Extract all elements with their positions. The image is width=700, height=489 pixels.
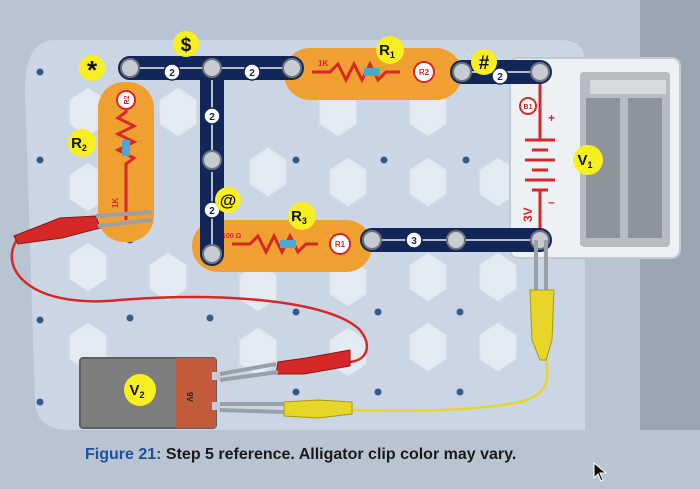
wire-label-e: 3	[411, 236, 417, 247]
badge-hash: #	[471, 49, 497, 75]
yellow-clip-meter	[219, 399, 353, 419]
figure-caption: Figure 21: Step 5 reference. Alligator c…	[85, 446, 516, 464]
yellow-lead-wire	[351, 357, 549, 412]
badge-v1-sub: 1	[588, 160, 593, 170]
svg-text:R3: R3	[291, 208, 307, 226]
red-clip-r2	[13, 210, 153, 245]
battery-tag: B1	[519, 97, 537, 115]
red-clip-meter	[219, 349, 351, 382]
red-lead-wire	[10, 233, 369, 364]
wire-label-b: 2	[249, 68, 255, 79]
mouse-cursor-icon	[593, 462, 608, 482]
resistor-r1-tag: R2	[419, 68, 430, 77]
badge-v1-letter: V	[577, 152, 587, 169]
battery-minus: –	[548, 195, 555, 209]
resistor-r3: 100 Ω R1	[192, 220, 372, 272]
wire-labels: 2 2 2 2 3 2	[163, 63, 509, 249]
svg-text:V2: V2	[129, 382, 144, 400]
badge-r1: R1	[376, 36, 404, 64]
badge-star-text: *	[87, 55, 98, 85]
badge-r3-letter: R	[291, 208, 302, 225]
battery-plus: +	[548, 111, 555, 125]
svg-text:V1: V1	[577, 152, 592, 170]
resistor-r2-value: 1K	[111, 198, 120, 208]
figure-number: Figure 21:	[85, 446, 162, 463]
badge-r2: R2	[68, 129, 96, 157]
resistor-r2-tag: R2	[124, 95, 131, 104]
badge-v1: V1	[573, 145, 603, 175]
svg-text:R1: R1	[379, 42, 395, 60]
snap-connectors	[120, 58, 550, 264]
badge-dollar: $	[173, 31, 199, 57]
badge-v2-sub: 2	[140, 390, 145, 400]
badge-v2-letter: V	[129, 382, 139, 399]
badge-v2: V2	[124, 374, 156, 406]
resistor-r2: R2 1K	[98, 82, 154, 242]
badge-at-text: @	[220, 191, 237, 210]
resistor-r1-value: 1K	[318, 59, 328, 68]
badge-hash-text: #	[479, 53, 490, 74]
wire-label-d: 2	[497, 72, 503, 83]
battery-voltage: 3V	[521, 207, 535, 222]
badge-r3-sub: 3	[302, 216, 307, 226]
wire-label-f: 2	[209, 206, 215, 217]
svg-text:R2: R2	[71, 135, 87, 153]
meter-voltage: 9V	[185, 392, 194, 402]
badge-star: *	[79, 55, 105, 85]
badge-r1-sub: 1	[390, 50, 395, 60]
wire-label-c: 2	[209, 112, 215, 123]
badge-r2-sub: 2	[82, 143, 87, 153]
yellow-clip-battery	[529, 240, 555, 361]
badge-r2-letter: R	[71, 135, 82, 152]
battery-tag-text: B1	[524, 104, 533, 111]
figure-caption-text: Step 5 reference. Alligator clip color m…	[161, 446, 517, 463]
badge-r3: R3	[288, 202, 316, 230]
wire-label-a: 2	[169, 68, 175, 79]
resistor-r1: 1K R2	[284, 48, 462, 100]
resistor-r3-tag: R1	[335, 240, 346, 249]
badge-r1-letter: R	[379, 42, 390, 59]
resistor-r3-value: 100 Ω	[222, 233, 242, 240]
badge-at: @	[215, 187, 241, 213]
battery-symbol	[525, 80, 555, 236]
badge-dollar-text: $	[181, 35, 192, 56]
